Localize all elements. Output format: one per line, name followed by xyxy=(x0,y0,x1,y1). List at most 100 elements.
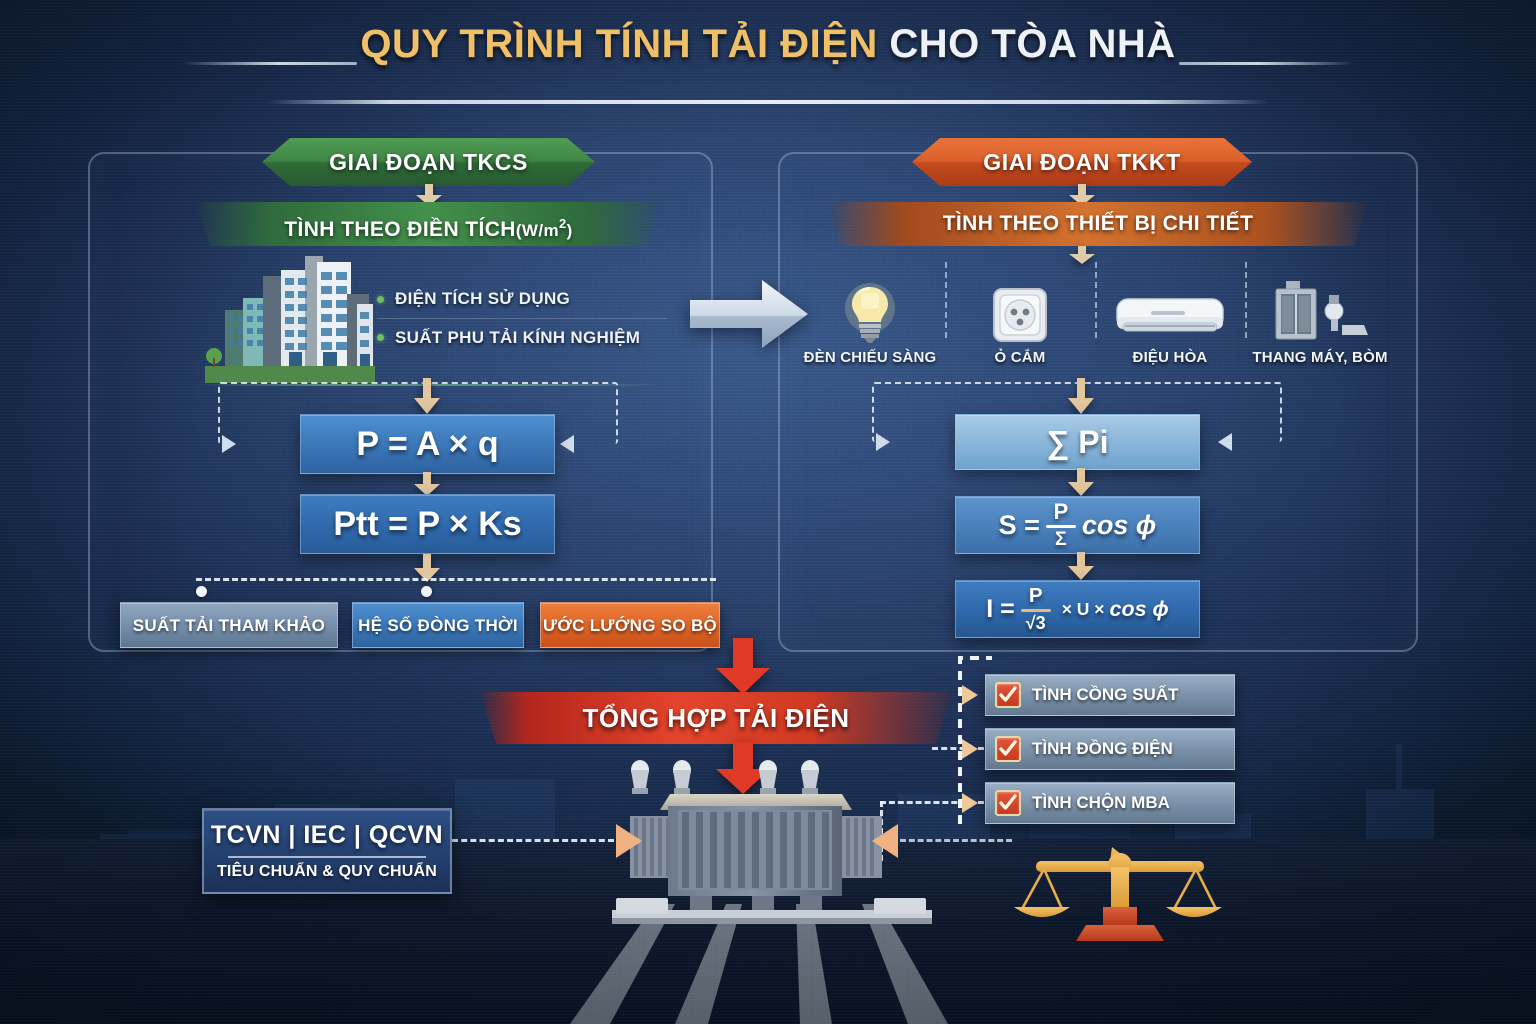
sub-banner-tkcs-text: TÌNH THEO ĐIỀN TÍCH xyxy=(284,218,516,241)
fraction-bar xyxy=(1020,608,1051,612)
balance-scale-icon xyxy=(1014,847,1222,941)
sub-banner-tkcs: TÌNH THEO ĐIỀN TÍCH(W/m2) xyxy=(196,202,661,246)
input-arrow-right-icon xyxy=(872,824,898,858)
list-item: ĐIỆN TÍCH SỬ DỤNG xyxy=(377,280,667,318)
checklist-arrow-icon xyxy=(962,793,978,813)
title-rule-right xyxy=(1179,62,1354,65)
checklist-item-power[interactable]: TÌNH CỒNG SUẤT xyxy=(985,674,1235,716)
device-label: ĐIỆU HÒA xyxy=(1132,349,1208,366)
elevator-pump-icon xyxy=(1272,281,1368,343)
checklist-item-transformer[interactable]: TÌNH CHỘN MBA xyxy=(985,782,1235,824)
loop-arrow-left-icon xyxy=(560,435,574,453)
down-arrow-red-icon xyxy=(716,742,770,794)
input-arrow-left-icon xyxy=(616,824,642,858)
sub-banner-tkcs-unit-end: ) xyxy=(566,221,573,240)
result-distributor-line xyxy=(196,578,716,581)
bullet-label: ĐIỆN TÍCH SỬ DỤNG xyxy=(395,289,571,308)
fraction-bar xyxy=(1045,524,1076,528)
down-arrow-icon xyxy=(1068,468,1094,496)
result-button-diversity-factor[interactable]: HỆ SỐ ĐÒNG THỜI xyxy=(352,602,524,648)
title-rule-left xyxy=(182,62,357,65)
air-conditioner-icon xyxy=(1115,281,1225,343)
page-title-part2: CHO TÒA NHÀ xyxy=(877,22,1176,66)
standards-caption: TIÊU CHUẨN & QUY CHUẨN xyxy=(216,863,438,880)
formula-sum-pi: ∑ Pi xyxy=(955,414,1200,470)
distributor-dot xyxy=(196,586,207,597)
formula-i-fraction: P √3 xyxy=(1020,584,1051,633)
formula-apparent-power: S = P Ʃ cos ɸ xyxy=(955,496,1200,554)
page-title-wrap: QUY TRÌNH TÍNH TẢI ĐIỆN CHO TÒA NHÀ xyxy=(0,22,1536,67)
device-label: Ỏ CẮM xyxy=(994,349,1046,366)
loop-arrow-left-icon xyxy=(1218,433,1232,451)
result-button-preliminary-estimate[interactable]: ƯỚC LƯỚNG SO BỘ xyxy=(540,602,720,648)
checkbox-checked-icon[interactable] xyxy=(995,682,1021,708)
checklist-label: TÌNH CỒNG SUẤT xyxy=(1032,685,1179,704)
down-arrow-icon xyxy=(416,184,442,206)
formula-s-tail: cos ɸ xyxy=(1081,509,1157,540)
formula-current: I = P √3 × U × cos ɸ xyxy=(955,580,1200,638)
down-arrow-icon xyxy=(1069,184,1095,206)
down-arrow-icon xyxy=(1068,552,1094,580)
device-lighting[interactable]: ĐÈN CHIẾU SÀNG xyxy=(795,258,945,366)
standards-box: TCVN | IEC | QCVN TIÊU CHUẨN & QUY CHUẨN xyxy=(202,808,452,894)
formula-i-mid: × U × xyxy=(1061,598,1105,619)
loop-arrow-right-icon xyxy=(876,433,890,451)
down-arrow-icon xyxy=(414,472,440,496)
checklist-arrow-icon xyxy=(962,685,978,705)
bullet-dot-icon xyxy=(377,334,384,341)
checkbox-checked-icon[interactable] xyxy=(995,736,1021,762)
checklist-item-current[interactable]: TÌNH ĐỒNG ĐIỆN xyxy=(985,728,1235,770)
lightbulb-icon xyxy=(843,281,897,343)
bullet-list-tkcs: ĐIỆN TÍCH SỬ DỤNG SUẤT PHU TẢI KÍNH NGHI… xyxy=(377,280,667,356)
checklist-label: TÌNH ĐỒNG ĐIỆN xyxy=(1032,739,1173,758)
device-elevator-pump[interactable]: THANG MÁY, BÒM xyxy=(1245,258,1395,366)
formula-p: P = A × q xyxy=(300,414,555,474)
device-air-conditioner[interactable]: ĐIỆU HÒA xyxy=(1095,258,1245,366)
loop-arrow-right-icon xyxy=(222,435,236,453)
checklist-arrow-icon xyxy=(962,739,978,759)
sub-banner-tkcs-unit: (W/m xyxy=(515,221,560,240)
summary-banner: TỔNG HỢP TẢI ĐIỆN xyxy=(480,692,952,744)
device-label: ĐÈN CHIẾU SÀNG xyxy=(803,349,937,366)
device-label: THANG MÁY, BÒM xyxy=(1252,349,1388,366)
phase-banner-tkcs[interactable]: GIAI ĐOẠN TKCS xyxy=(262,138,595,186)
down-arrow-icon xyxy=(414,554,440,582)
bullet-dot-icon xyxy=(377,295,384,303)
feedback-loop-tkcs xyxy=(218,382,618,444)
checklist-routing-icon xyxy=(958,656,992,824)
page-title-part1: QUY TRÌNH TÍNH TẢI ĐIỆN xyxy=(360,22,878,66)
city-buildings-illustration-icon xyxy=(205,256,375,383)
down-arrow-icon xyxy=(1068,378,1094,414)
bullet-label: SUẤT PHU TẢI KÍNH NGHIỆM xyxy=(395,327,641,347)
device-icon-row: ĐÈN CHIẾU SÀNG Ỏ CẮM xyxy=(795,258,1395,366)
formula-s-fraction: P Ʃ xyxy=(1045,498,1076,550)
checkbox-checked-icon[interactable] xyxy=(995,790,1021,816)
sub-banner-tkcs-unit-sup: 2 xyxy=(559,216,567,231)
checklist-label: TÌNH CHỘN MBA xyxy=(1032,793,1170,812)
down-arrow-icon xyxy=(1069,246,1095,264)
down-arrow-icon xyxy=(414,378,440,414)
distributor-dot xyxy=(421,586,432,597)
page-title: QUY TRÌNH TÍNH TẢI ĐIỆN CHO TÒA NHÀ xyxy=(0,22,1536,67)
phase-transition-arrow-icon xyxy=(690,280,808,348)
right-connector-line xyxy=(900,839,1012,842)
formula-i-lead: I = xyxy=(986,594,1015,623)
standards-connector-line xyxy=(452,839,614,842)
formula-i-numerator: P xyxy=(1028,584,1043,608)
device-socket[interactable]: Ỏ CẮM xyxy=(945,258,1095,366)
formula-s-denominator: Ʃ xyxy=(1055,527,1067,550)
checklist-connector-2 xyxy=(932,747,984,750)
phase-banner-tkkt[interactable]: GIAI ĐOẠN TKKT xyxy=(912,138,1252,186)
formula-s-lead: S = xyxy=(998,509,1040,540)
title-underline xyxy=(268,100,1268,104)
formula-ptt: Ptt = P × Ks xyxy=(300,494,555,554)
list-item: SUẤT PHU TẢI KÍNH NGHIỆM xyxy=(377,318,667,356)
checklist-connector-3 xyxy=(880,801,984,804)
formula-i-tail: cos ɸ xyxy=(1109,596,1169,621)
formula-i-denominator: √3 xyxy=(1025,612,1046,633)
formula-s-numerator: P xyxy=(1053,498,1069,524)
sub-banner-tkkt: TÌNH THEO THIẾT BỊ CHI TIẾT xyxy=(828,202,1368,246)
result-button-reference-load[interactable]: SUẤT TẢI THAM KHẢO xyxy=(120,602,338,648)
down-arrow-red-icon xyxy=(716,638,770,694)
